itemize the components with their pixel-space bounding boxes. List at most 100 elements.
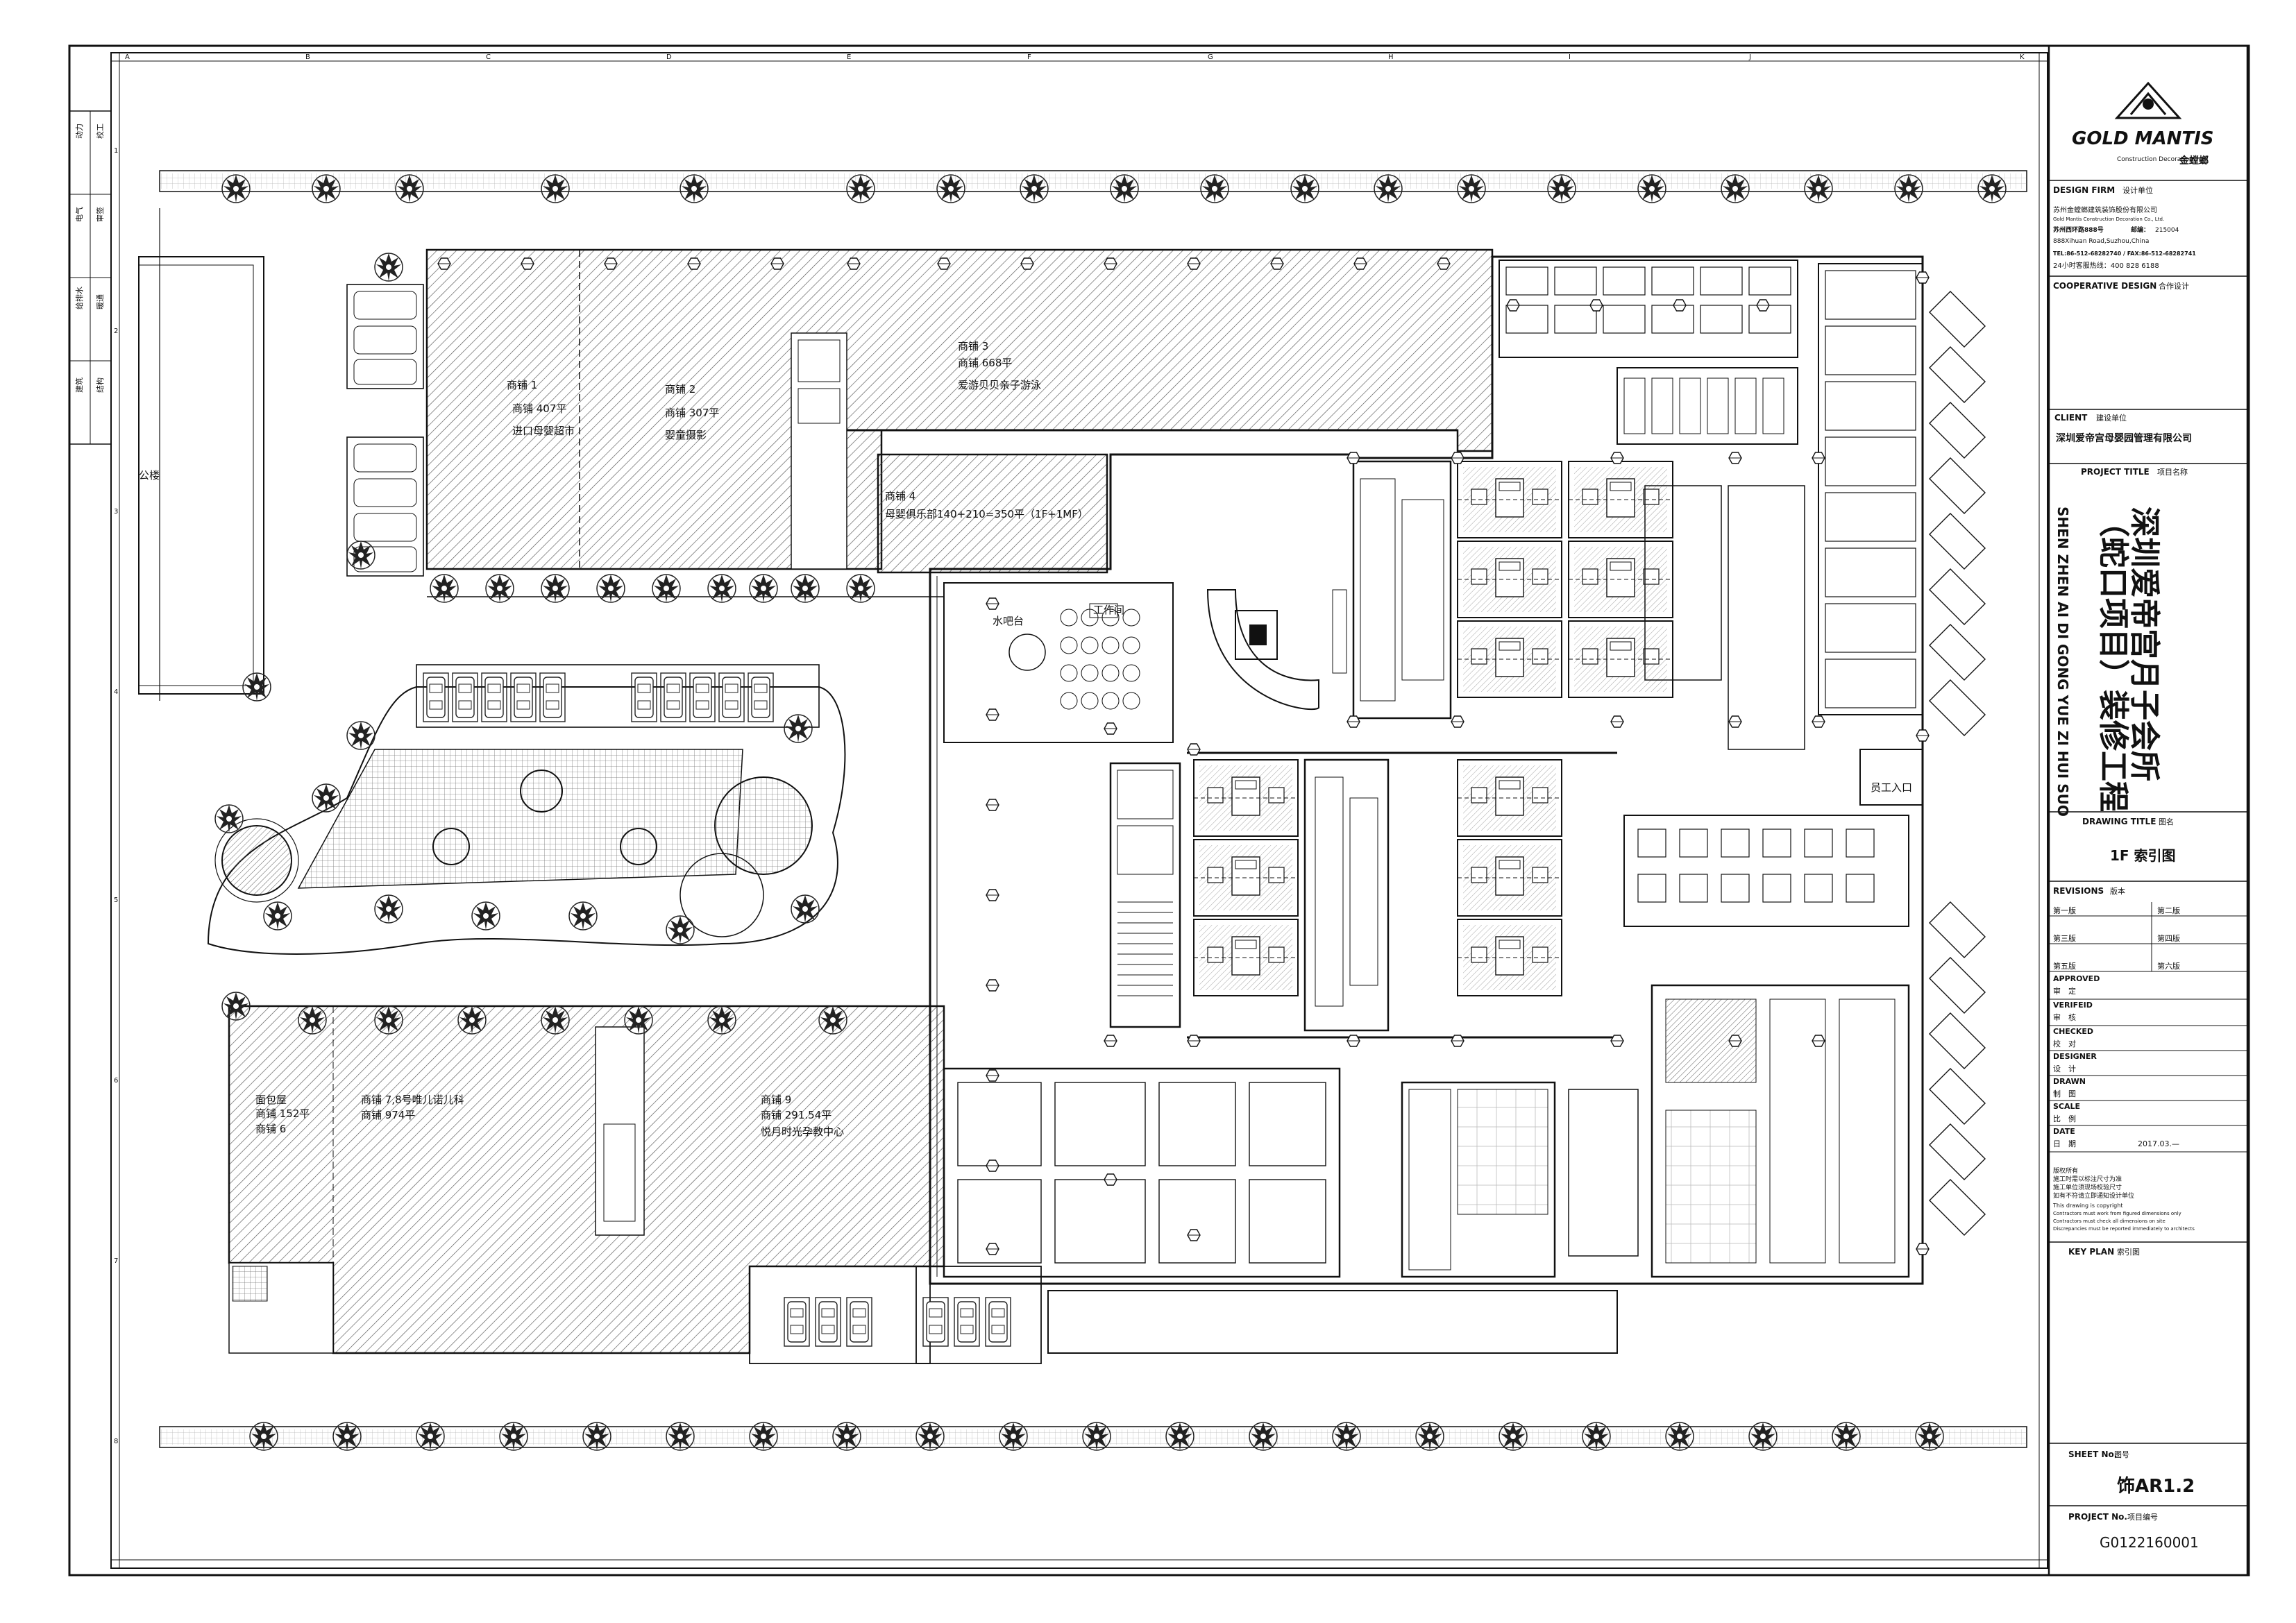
- water-bar-label: 水吧台: [993, 615, 1024, 627]
- svg-text:VERIFEID: VERIFEID: [2053, 1001, 2093, 1010]
- svg-text:建设单位: 建设单位: [2096, 413, 2127, 423]
- staff-entrance-label: 员工入口: [1871, 781, 1912, 794]
- logo-cn: 金螳螂: [2179, 155, 2209, 167]
- svg-text:审 定: 审 定: [2053, 986, 2076, 996]
- svg-text:制 图: 制 图: [2053, 1089, 2076, 1098]
- svg-text:SHEET No.: SHEET No.: [2068, 1450, 2117, 1459]
- svg-text:校 对: 校 对: [2053, 1039, 2076, 1048]
- left-signoff-strip: 动力 校工 电气 审签 给排水 暖通 建筑 结构: [69, 110, 112, 445]
- top-planting-strip: [159, 170, 2027, 203]
- shop78-name: 商铺 7,8号唯儿诺儿科: [361, 1094, 464, 1106]
- svg-text:项目名称: 项目名称: [2157, 467, 2188, 477]
- svg-text:图号: 图号: [2114, 1450, 2129, 1459]
- svg-text:审 核: 审 核: [2053, 1012, 2076, 1022]
- inner-frame: [110, 52, 2048, 1569]
- svg-text:DRAWING TITLE: DRAWING TITLE: [2082, 817, 2156, 826]
- svg-text:第二版: 第二版: [2157, 906, 2180, 915]
- svg-text:8: 8: [114, 1438, 118, 1445]
- svg-text:APPROVED: APPROVED: [2053, 974, 2100, 983]
- bottom-planting-strip: [159, 1422, 2027, 1451]
- shop2-use: 婴童摄影: [665, 429, 707, 441]
- svg-text:TEL:86-512-68282740 / FAX:86-5: TEL:86-512-68282740 / FAX:86-512-6828274…: [2053, 250, 2196, 257]
- svg-text:D: D: [666, 53, 672, 61]
- tree-row-mid: [427, 574, 944, 603]
- svg-text:SCALE: SCALE: [2053, 1102, 2080, 1111]
- svg-text:7: 7: [114, 1257, 118, 1265]
- sheet-number: 饰AR1.2: [2117, 1476, 2195, 1497]
- clubhouse-building: 水吧台 工作间: [437, 255, 1986, 1285]
- drawing-title: 1F 索引图: [2110, 847, 2176, 864]
- shop6-name: 商铺 6: [255, 1123, 286, 1135]
- svg-text:KEY PLAN: KEY PLAN: [2068, 1247, 2114, 1257]
- svg-text:施工单位须现场校验尺寸: 施工单位须现场校验尺寸: [2053, 1183, 2122, 1191]
- svg-text:图名: 图名: [2159, 817, 2174, 826]
- shop3-area: 商铺 668平: [958, 357, 1012, 369]
- svg-text:This drawing is copyright: This drawing is copyright: [2052, 1203, 2122, 1209]
- shops-5-9-block: 面包屋 商铺 152平 商铺 6 商铺 7,8号唯儿诺儿科 商铺 974平 商铺…: [221, 992, 945, 1354]
- svg-text:J: J: [1748, 53, 1751, 61]
- notes-section: 版权所有 施工时需以标注尺寸为准 施工单位须现场校验尺寸 如有不符请立即通知设计…: [2052, 1166, 2195, 1232]
- shop5-area: 商铺 152平: [255, 1107, 310, 1120]
- svg-text:第五版: 第五版: [2053, 961, 2076, 971]
- svg-text:项目编号: 项目编号: [2127, 1512, 2158, 1522]
- svg-text:DATE: DATE: [2053, 1127, 2075, 1136]
- project-title-pinyin: SHEN ZHEN AI DI GONG YUE ZI HUI SUO: [2054, 507, 2071, 817]
- parking-left: [346, 253, 424, 577]
- svg-text:第一版: 第一版: [2053, 906, 2076, 915]
- svg-text:K: K: [2020, 53, 2025, 61]
- svg-text:215004: 215004: [2155, 227, 2179, 234]
- svg-text:PROJECT TITLE: PROJECT TITLE: [2081, 467, 2150, 477]
- svg-text:I: I: [1569, 53, 1571, 61]
- garden-area: [207, 664, 846, 955]
- svg-text:Contractors must work from fig: Contractors must work from figured dimen…: [2053, 1211, 2181, 1216]
- svg-text:2017.03.—: 2017.03.—: [2138, 1139, 2179, 1148]
- gold-mantis-logo: GOLD MANTIS Construction Decoration 金螳螂: [2072, 81, 2214, 167]
- svg-text:G: G: [1208, 53, 1213, 61]
- svg-text:版本: 版本: [2110, 886, 2125, 896]
- svg-text:B: B: [305, 53, 310, 61]
- parking-bottom: [749, 1266, 1618, 1364]
- svg-text:888Xihuan Road,Suzhou,China: 888Xihuan Road,Suzhou,China: [2053, 238, 2149, 245]
- shop1-name: 商铺 1: [507, 379, 537, 391]
- svg-text:设 计: 设 计: [2053, 1064, 2076, 1073]
- logo-text: GOLD MANTIS: [2072, 128, 2214, 149]
- svg-text:苏州西环路888号: 苏州西环路888号: [2053, 226, 2104, 234]
- svg-text:PROJECT No.: PROJECT No.: [2068, 1512, 2127, 1522]
- svg-text:DESIGNER: DESIGNER: [2053, 1052, 2097, 1061]
- strip-label-3: 电气: [74, 207, 84, 222]
- svg-text:索引图: 索引图: [2117, 1247, 2140, 1257]
- key-plan-section: KEY PLAN 索引图: [2068, 1247, 2140, 1257]
- shop3-use: 爱游贝贝亲子游泳: [958, 379, 1041, 391]
- svg-text:CHECKED: CHECKED: [2053, 1027, 2093, 1036]
- svg-text:邮编：: 邮编：: [2131, 226, 2150, 234]
- shops-1-3-block: 商铺 1 商铺 407平 进口母婴超市 商铺 2 商铺 307平 婴童摄影 商铺…: [425, 248, 1494, 570]
- shop1-use: 进口母婴超市: [512, 425, 575, 437]
- strip-label-8: 结构: [95, 377, 105, 393]
- shop1-area: 商铺 407平: [512, 402, 566, 415]
- svg-text:3: 3: [114, 508, 118, 516]
- logo-sub: Construction Decoration: [2117, 156, 2193, 163]
- lounge-tables: [1008, 609, 1140, 710]
- title-block-frame: [2048, 44, 2249, 1577]
- svg-text:施工时需以标注尺寸为准: 施工时需以标注尺寸为准: [2053, 1175, 2122, 1183]
- shop2-name: 商铺 2: [665, 383, 695, 396]
- grid-markers: A B C D E F G H I J K 1 2 3 4 5 6 7 8: [114, 53, 2025, 1445]
- revisions-section: REVISIONS 版本 第一版 第二版 第三版 第四版 第五版 第六版 APP…: [2053, 886, 2180, 1148]
- project-number: G0122160001: [2100, 1534, 2199, 1551]
- design-firm-section: DESIGN FIRM 设计单位 苏州金螳螂建筑装饰股份有限公司 Gold Ma…: [2053, 185, 2196, 291]
- svg-text:6: 6: [114, 1077, 118, 1085]
- sheet-number-section: SHEET No. 图号 饰AR1.2 PROJECT No. 项目编号 G01…: [2068, 1450, 2199, 1551]
- office-building: 公楼: [138, 208, 264, 701]
- shop4-name: 商铺 4: [885, 490, 915, 502]
- outer-frame: [68, 44, 2250, 1577]
- strip-label-2: 校工: [95, 124, 105, 139]
- strip-label-7: 建筑: [74, 377, 84, 393]
- svg-text:F: F: [1027, 53, 1031, 61]
- svg-text:A: A: [125, 53, 130, 61]
- svg-text:REVISIONS: REVISIONS: [2053, 886, 2104, 896]
- svg-text:4: 4: [114, 688, 118, 696]
- svg-text:日 期: 日 期: [2053, 1139, 2076, 1148]
- strip-label-1: 动力: [75, 124, 84, 139]
- strip-label-5: 给排水: [74, 287, 84, 309]
